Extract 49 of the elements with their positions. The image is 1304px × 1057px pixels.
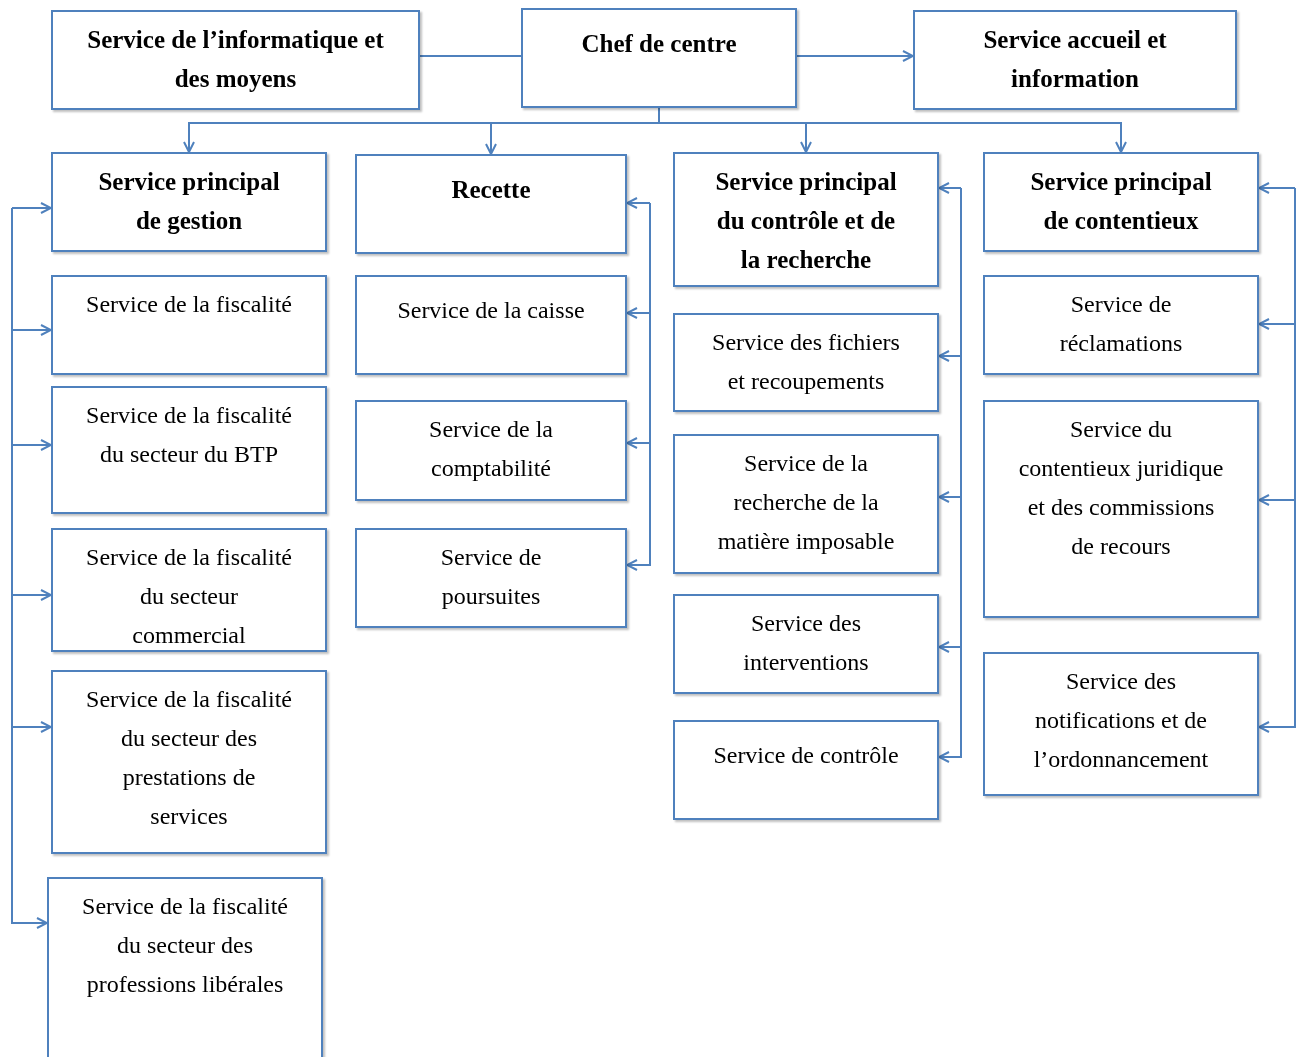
service-name: Service de la fiscalité du secteur du BTP [85, 401, 293, 469]
department-box [673, 152, 939, 287]
service-name: Service de l’informatique et des moyens [86, 25, 385, 94]
connector-arrow [11, 202, 52, 214]
service-box [355, 400, 627, 501]
service-name: Service des interventions [742, 609, 870, 677]
service-box [983, 400, 1259, 618]
service-box [355, 275, 627, 375]
department-box [983, 152, 1259, 252]
service-box [673, 720, 939, 820]
service-box [673, 594, 939, 694]
service-name: Service de poursuites [439, 543, 543, 611]
connector-arrow [938, 182, 962, 194]
connector-arrow [796, 50, 914, 62]
service-name: Service de la fiscalité du secteur commercial [85, 543, 293, 650]
service-name: Recette [450, 175, 532, 205]
department-box [355, 154, 627, 254]
department-box [521, 8, 797, 108]
department-box [51, 152, 327, 252]
service-name: Service de réclamations [1058, 290, 1184, 358]
service-box [47, 877, 323, 1057]
service-name: Service des notifications et de l’ordonnancement [1032, 667, 1210, 774]
service-name: Service accueil et information [982, 25, 1168, 94]
service-name: Service de la recherche de la matière imposable [716, 449, 896, 556]
service-box [51, 386, 327, 514]
service-box [983, 275, 1259, 375]
connector-arrow [1258, 182, 1296, 194]
service-name: Service des fichiers et recoupements [711, 328, 901, 396]
connector-arrow [626, 197, 651, 209]
service-name: Service principal de contentieux [1029, 167, 1213, 236]
service-name: Service de contrôle [712, 741, 900, 770]
service-box [673, 313, 939, 412]
service-box [673, 434, 939, 574]
service-box [983, 652, 1259, 796]
service-box [355, 528, 627, 628]
service-name: Service de la caisse [396, 296, 586, 325]
service-name: Chef de centre [580, 29, 738, 59]
service-name: Service de la fiscalité du secteur des prestations de services [85, 685, 293, 831]
service-name: Service de la fiscalité [85, 290, 293, 319]
service-name: Service du contentieux juridique et des commissions de recours [1017, 415, 1225, 561]
department-box [913, 10, 1237, 110]
service-name: Service principal du contrôle et de la recherche [714, 167, 898, 275]
service-box [51, 528, 327, 652]
service-box [51, 670, 327, 854]
service-name: Service de la fiscalité du secteur des professions libérales [81, 892, 289, 999]
service-name: Service principal de gestion [97, 167, 281, 236]
service-name: Service de la comptabilité [428, 415, 554, 483]
service-box [51, 275, 327, 375]
department-box [51, 10, 420, 110]
